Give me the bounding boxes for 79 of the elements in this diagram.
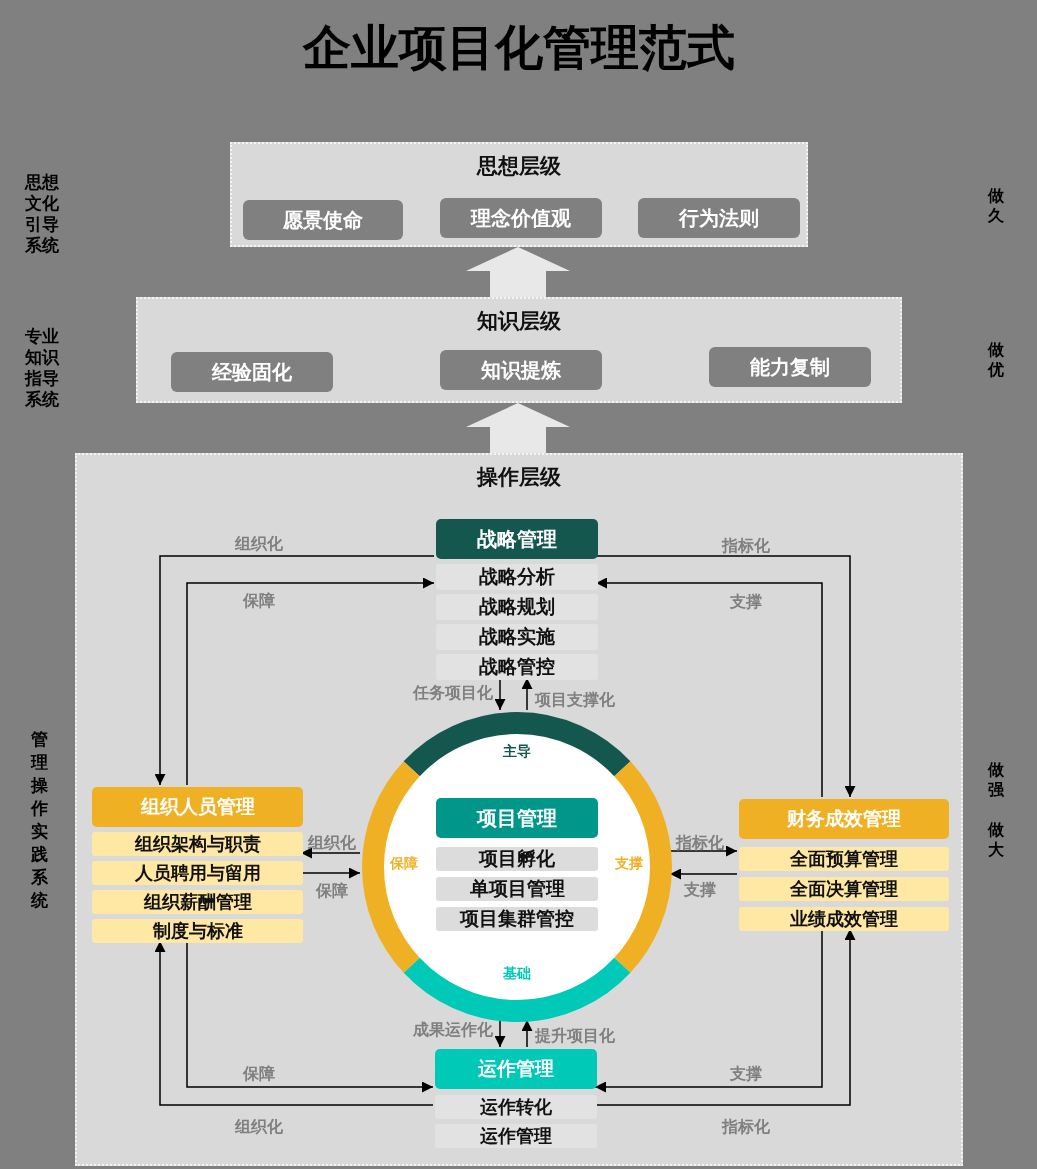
- layer-item-box: 能力复制: [709, 347, 871, 387]
- arrow: [494, 1019, 506, 1048]
- layer-item-box: 愿景使命: [243, 200, 403, 240]
- edge-label: 组织化: [234, 533, 284, 555]
- header-box: 财务成效管理: [739, 799, 949, 839]
- edge-label: 项目支撑化: [533, 689, 616, 711]
- ring-label: 保障: [389, 854, 419, 873]
- arrow: [595, 577, 823, 798]
- layer-panel: [230, 142, 808, 247]
- item-box: 项目孵化: [436, 847, 598, 871]
- header-box: 战略管理: [436, 519, 598, 559]
- arrow: [300, 867, 361, 879]
- block-arrow: [466, 403, 570, 453]
- edge-label: 指标化: [720, 1116, 771, 1138]
- item-box: 战略实施: [436, 624, 598, 650]
- side-label: 专业知识指导系统: [23, 326, 61, 410]
- layer-panel: [75, 453, 963, 1166]
- layer-item-box: 行为法则: [638, 198, 800, 238]
- item-box: 单项目管理: [436, 877, 598, 901]
- arrow: [300, 847, 361, 859]
- edge-label: 指标化: [720, 535, 771, 557]
- header-box: 运作管理: [435, 1049, 597, 1089]
- item-box: 战略规划: [436, 594, 598, 620]
- side-label: 做大: [986, 820, 1005, 860]
- item-box: 运作转化: [435, 1095, 597, 1119]
- layer-panel: [136, 297, 902, 403]
- edge-label: 组织化: [307, 832, 357, 854]
- edge-label: 提升项目化: [533, 1025, 616, 1047]
- arrow: [494, 677, 506, 711]
- item-box: 战略管控: [436, 654, 598, 680]
- side-label: 做久: [986, 186, 1005, 226]
- item-box: 全面预算管理: [739, 847, 949, 871]
- arrow: [594, 928, 856, 1106]
- side-label: 管理操作实践系统: [29, 728, 49, 912]
- arrow: [186, 940, 434, 1093]
- arrow: [669, 845, 738, 857]
- edge-label: 保障: [241, 590, 276, 612]
- item-box: 业绩成效管理: [739, 907, 949, 931]
- item-box: 运作管理: [435, 1124, 597, 1148]
- header-box: 项目管理: [436, 798, 598, 838]
- arrow: [669, 868, 738, 880]
- arrow: [594, 928, 823, 1093]
- ring-label: 主导: [502, 742, 532, 761]
- ring-label: 支撑: [614, 854, 644, 873]
- arrow: [521, 677, 533, 711]
- item-box: 人员聘用与留用: [92, 861, 303, 885]
- item-box: 战略分析: [436, 564, 598, 590]
- edge-label: 支撑: [729, 1063, 763, 1085]
- item-box: 组织薪酬管理: [92, 890, 303, 914]
- item-box: 制度与标准: [92, 919, 303, 943]
- arrow: [154, 940, 434, 1106]
- side-label: 做强: [986, 760, 1005, 800]
- edge-label: 支撑: [683, 879, 717, 901]
- block-arrow: [466, 247, 570, 297]
- edge-label: 保障: [241, 1063, 276, 1085]
- edge-label: 指标化: [674, 832, 725, 854]
- arrow: [521, 1019, 533, 1048]
- item-box: 项目集群管控: [436, 907, 598, 931]
- edge-label: 成果运作化: [412, 1019, 494, 1041]
- arrow: [154, 555, 435, 786]
- ring-label: 基础: [502, 964, 532, 983]
- panel-title: 知识层级: [476, 308, 562, 335]
- edge-label: 组织化: [234, 1116, 284, 1138]
- side-label: 做优: [986, 340, 1005, 380]
- layer-item-box: 知识提炼: [440, 350, 602, 390]
- item-box: 全面决算管理: [739, 877, 949, 901]
- layer-item-box: 经验固化: [171, 352, 333, 392]
- item-box: 组织架构与职责: [92, 832, 303, 856]
- panel-title: 思想层级: [475, 153, 562, 180]
- header-box: 组织人员管理: [92, 787, 303, 827]
- title: 企业项目化管理范式: [301, 18, 736, 77]
- arrow: [186, 577, 435, 786]
- panel-title: 操作层级: [475, 464, 562, 491]
- edge-label: 任务项目化: [411, 682, 494, 704]
- edge-label: 支撑: [729, 591, 763, 613]
- edge-label: 保障: [314, 880, 349, 902]
- layer-item-box: 理念价值观: [440, 198, 602, 238]
- arrow: [595, 555, 856, 798]
- side-label: 思想文化引导系统: [23, 172, 60, 256]
